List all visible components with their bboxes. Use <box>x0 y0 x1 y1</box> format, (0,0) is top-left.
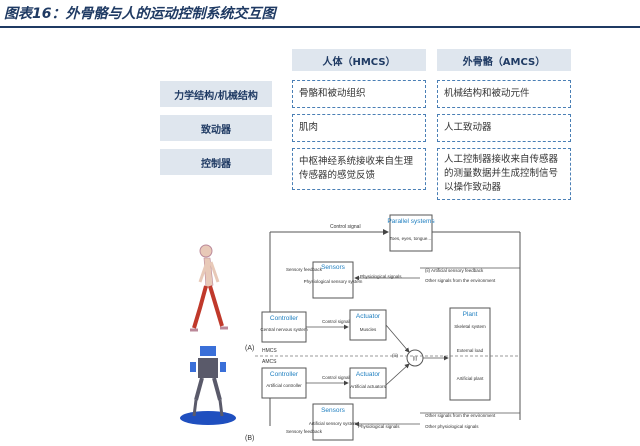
sensors-label-bottom: Sensors <box>321 407 346 414</box>
human-illustration <box>190 244 228 332</box>
sensory-feedback-label: Sensory feedback <box>286 267 323 272</box>
artificial-sensory-label: Artificial sensory system <box>309 421 358 426</box>
actuator-label-a: Actuator <box>356 313 381 320</box>
controller-box-a <box>261 311 307 343</box>
title-rule <box>0 26 640 28</box>
muscles-label: Muscles <box>360 327 377 332</box>
row-label-actuator: 致动器 <box>160 115 272 141</box>
other-signals-label-2: Other signals from the environment <box>425 413 496 418</box>
hmcs-label: HMCS <box>262 348 277 354</box>
controller-label-b: Controller <box>270 371 299 378</box>
sensory-feedback-label-2: Sensory feedback <box>286 429 323 434</box>
plant-label: Plant <box>463 311 478 318</box>
skeletal-label: Skeletal system <box>454 324 486 329</box>
artificial-actuators-label: Artificial actuators <box>350 384 386 389</box>
parallel-title: Parallel systems <box>387 218 435 225</box>
artificial-controller-label: Artificial controller <box>266 383 302 388</box>
figure-title: 图表16：外骨骼与人的运动控制系统交互图 <box>4 6 276 22</box>
sensors-box-top <box>312 261 354 299</box>
label-control-signal-top: Control signal <box>330 224 361 230</box>
cell-exo-controller: 人工控制器接收来自传感器的测量数据并生成控制信号以操作致动器 <box>437 148 571 200</box>
actuator-label-b: Actuator <box>356 371 381 378</box>
label-b: (B) <box>245 435 254 442</box>
external-load-label: External load <box>457 348 484 353</box>
artificial-plant-label: Artificial plant <box>457 376 485 381</box>
cns-label: Central nervous system <box>260 327 308 332</box>
robot-illustration <box>180 346 236 425</box>
other-signals-label: Other signals from the environment <box>425 278 496 283</box>
physiological-signals-label: Physiological signals <box>360 274 402 279</box>
amcs-label: AMCS <box>262 359 277 365</box>
controller-box-b <box>261 367 307 399</box>
other-physiological-label: Other physiological signals <box>425 424 479 429</box>
cell-exo-structure: 机械结构和被动元件 <box>437 80 571 108</box>
sensors-box-bottom <box>312 403 354 441</box>
actuator-box-b <box>349 367 387 399</box>
artificial-feedback-label: (ii) Artificial sensory feedback <box>425 268 484 273</box>
cell-exo-actuator: 人工致动器 <box>437 114 571 142</box>
controller-label-a: Controller <box>270 315 299 322</box>
phys-sensory-label: Physiological sensory system <box>304 279 363 284</box>
col-header-exo: 外骨骼（AMCS） <box>437 49 571 71</box>
row-label-controller: 控制器 <box>160 149 272 175</box>
marker-i: (i) <box>413 356 418 362</box>
control-signal-label-b: Control signal <box>322 375 350 380</box>
parallel-sub: Toes, eyes, tongue.... <box>390 236 433 241</box>
plant-box <box>449 307 491 401</box>
cell-human-actuator: 肌肉 <box>292 114 426 142</box>
control-signal-label-a: Control signal <box>322 319 350 324</box>
physiological-signals-label-2: Physiological signals <box>358 424 400 429</box>
sensors-label-top: Sensors <box>321 264 346 271</box>
marker-iii: (iii) <box>392 353 398 358</box>
row-label-structure: 力学结构/机械结构 <box>160 81 272 107</box>
parallel-systems-box <box>389 214 433 252</box>
cell-human-controller: 中枢神经系统接收来自生理传感器的感觉反馈 <box>292 148 426 190</box>
actuator-box-a <box>349 309 387 341</box>
col-header-human: 人体（HMCS） <box>292 49 426 71</box>
label-a: (A) <box>245 345 254 352</box>
cell-human-structure: 骨骼和被动组织 <box>292 80 426 108</box>
